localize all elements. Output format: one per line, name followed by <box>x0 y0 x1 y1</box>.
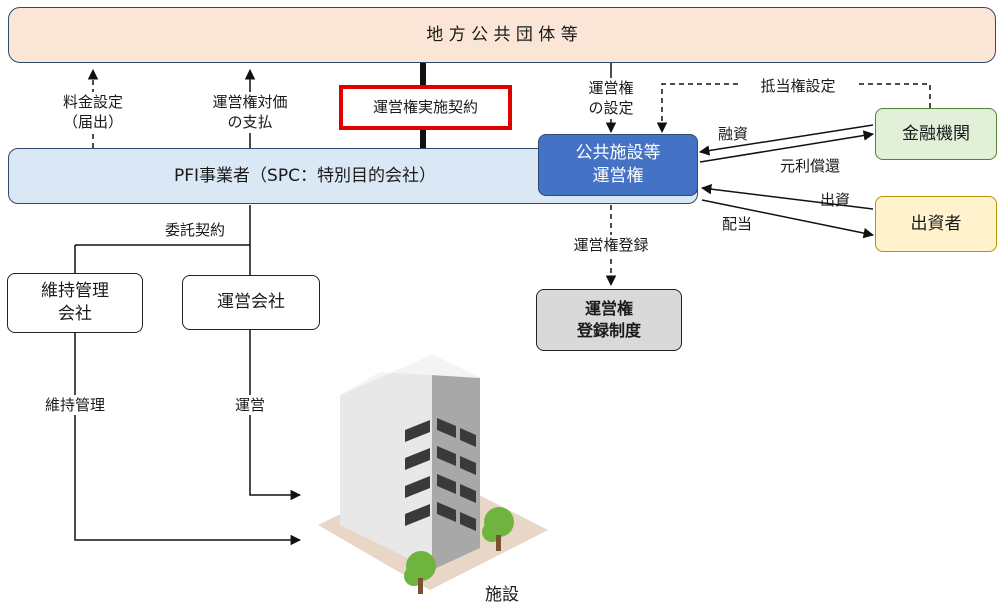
investment-arrow <box>700 183 874 210</box>
concession-box: 公共施設等 運営権 <box>538 134 698 196</box>
concession-label: 公共施設等 運営権 <box>575 143 661 186</box>
payment-label: 運営権対価 の支払 <box>190 92 310 133</box>
contract-box: 運営権実施契約 <box>339 85 512 130</box>
repayment-arrow <box>699 130 875 163</box>
finance-label: 金融機関 <box>902 123 970 144</box>
investor-box: 出資者 <box>875 196 997 252</box>
facility-label: 施設 <box>485 585 519 605</box>
setting-label: 運営権 の設定 <box>570 78 652 119</box>
mortgage-label: 抵当権設定 <box>738 76 858 97</box>
investor-label: 出資者 <box>910 213 962 234</box>
facility-building-illustration <box>318 355 548 594</box>
maintenance-company-box: 維持管理 会社 <box>7 273 143 333</box>
operate-label: 運営 <box>222 395 278 416</box>
operating-company-box: 運営会社 <box>182 275 320 330</box>
investment-label: 出資 <box>819 191 850 209</box>
loan-arrow <box>698 124 874 156</box>
maintain-arrow <box>74 333 302 546</box>
operate-arrow <box>249 330 302 501</box>
dividend-label: 配当 <box>721 215 752 233</box>
finance-box: 金融機関 <box>875 108 997 160</box>
registration-label: 運営権登録 <box>556 235 666 256</box>
local-government-box: 地 方 公 共 団 体 等 <box>8 7 996 63</box>
fee-setting-label: 料金設定 （届出） <box>40 92 146 133</box>
dividend-arrow <box>701 199 875 239</box>
consign-label: 委託契約 <box>164 221 225 239</box>
loan-label: 融資 <box>717 125 748 143</box>
contract-label: 運営権実施契約 <box>372 98 478 117</box>
registry-label: 運営権 登録制度 <box>576 299 641 340</box>
local-government-label: 地 方 公 共 団 体 等 <box>426 24 578 45</box>
repayment-label: 元利償還 <box>779 157 840 175</box>
operating-company-label: 運営会社 <box>217 292 285 313</box>
maintain-label: 維持管理 <box>30 395 120 416</box>
registry-box: 運営権 登録制度 <box>536 289 682 351</box>
maintenance-company-label: 維持管理 会社 <box>41 281 109 324</box>
pfi-operator-label: PFI事業者（SPC：特別目的会社） <box>174 165 436 186</box>
